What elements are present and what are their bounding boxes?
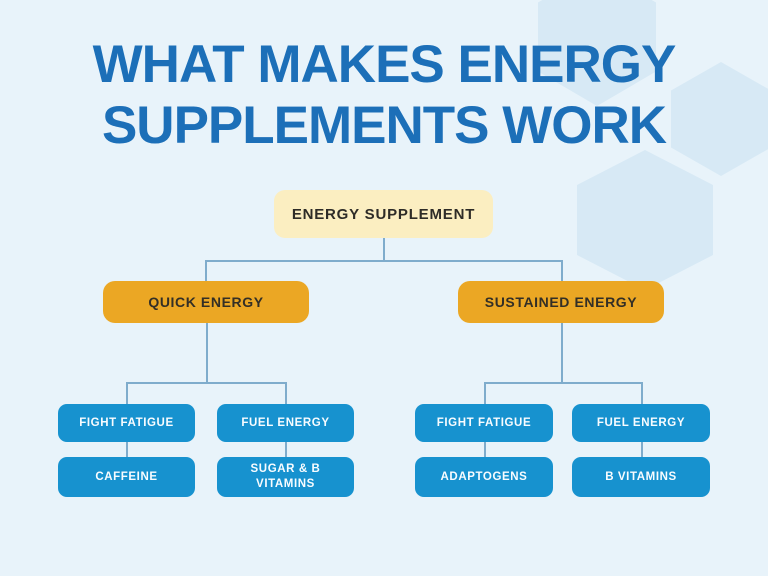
hexagon-icon — [577, 150, 713, 290]
connector-line — [561, 323, 563, 382]
node-b-vitamins: B VITAMINS — [572, 457, 710, 497]
node-fight-fatigue-quick: FIGHT FATIGUE — [58, 404, 195, 442]
connector-line — [206, 323, 208, 382]
connector-line — [285, 442, 287, 457]
connector-line — [205, 260, 207, 281]
connector-line — [126, 442, 128, 457]
node-fuel-energy-sustained: FUEL ENERGY — [572, 404, 710, 442]
connector-line — [484, 382, 486, 404]
connector-line — [484, 442, 486, 457]
connector-line — [561, 260, 563, 281]
connector-line — [641, 382, 643, 404]
page-title: WHAT MAKES ENERGY SUPPLEMENTS WORK — [0, 34, 768, 156]
connector-line — [484, 382, 642, 384]
title-line-2: SUPPLEMENTS WORK — [101, 96, 667, 155]
connector-line — [126, 382, 128, 404]
node-quick-energy: QUICK ENERGY — [103, 281, 309, 323]
node-adaptogens: ADAPTOGENS — [415, 457, 553, 497]
node-sugar-b-vitamins: SUGAR & B VITAMINS — [217, 457, 354, 497]
node-fuel-energy-quick: FUEL ENERGY — [217, 404, 354, 442]
node-energy-supplement: ENERGY SUPPLEMENT — [274, 190, 493, 238]
connector-line — [126, 382, 286, 384]
node-caffeine: CAFFEINE — [58, 457, 195, 497]
node-sustained-energy: SUSTAINED ENERGY — [458, 281, 664, 323]
connector-line — [205, 260, 562, 262]
connector-line — [383, 238, 385, 260]
connector-line — [641, 442, 643, 457]
title-line-1: WHAT MAKES ENERGY — [92, 35, 677, 94]
node-fight-fatigue-sustained: FIGHT FATIGUE — [415, 404, 553, 442]
connector-line — [285, 382, 287, 404]
